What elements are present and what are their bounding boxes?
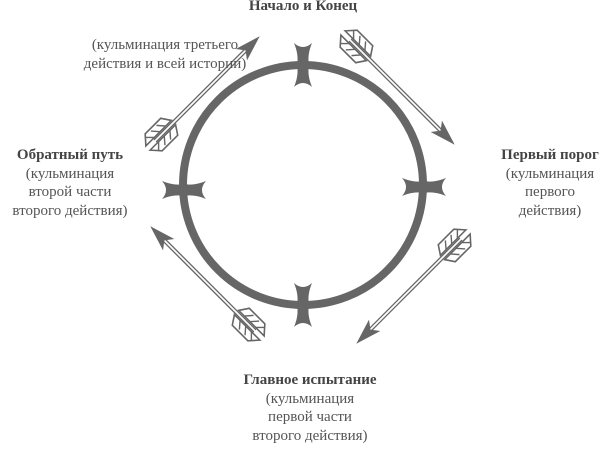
stage-label-ordeal: Главное испытание (кульминация первой ча… [220,371,400,445]
note-line: первого [525,184,575,200]
note-line: второго действия) [252,427,368,444]
note-line: второго действия) [12,202,128,219]
note-line: (кульминация [265,390,355,407]
stage-label-first-threshold: Первый порог (кульминация первого действ… [480,146,600,220]
stage-title: Начало и Конец [248,0,358,14]
arrow-down-right-icon [333,23,465,155]
stage-label-road-back: Обратный путь (кульминация второй части … [0,146,145,220]
note-line: (кульминация [25,165,115,182]
stage-title: Главное испытание [243,372,377,388]
stage-note-start-end: (кульминация третьего действия и всей ис… [60,36,270,73]
stage-title: Первый порог [501,147,599,163]
note-line: (кульминация [505,165,595,182]
arrow-up-left-icon [140,216,272,348]
stage-title: Обратный путь [16,147,124,163]
note-line: второй части [28,184,112,200]
note-line: первой части [268,409,352,425]
note-line: действия) [518,202,582,219]
journey-circle [179,61,427,309]
stage-label-start-end: Начало и Конец [203,0,403,16]
note-line: действия и всей истории) [83,55,247,72]
note-line: (кульминация третьего [91,37,239,53]
